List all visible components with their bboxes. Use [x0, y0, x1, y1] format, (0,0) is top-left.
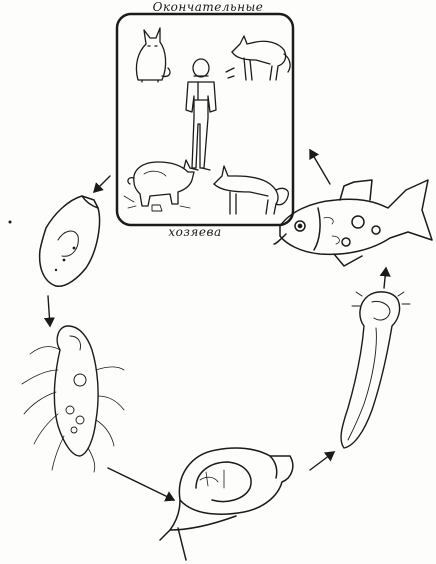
cycle-arrows	[48, 150, 386, 500]
pig-icon	[128, 160, 194, 211]
dog-icon	[226, 36, 290, 80]
cercaria-icon	[341, 292, 410, 448]
egg-icon	[40, 196, 100, 286]
speck	[9, 221, 12, 224]
fox-icon	[214, 166, 288, 214]
definitive-hosts-panel	[117, 14, 293, 225]
snail-icon	[160, 448, 293, 560]
fish-icon	[274, 180, 432, 266]
arrow-fish-to-hosts	[310, 150, 330, 184]
arrow-snail-to-cercaria	[310, 452, 334, 470]
cat-icon	[136, 28, 170, 82]
arrow-hosts-to-egg	[94, 176, 110, 192]
arrow-cercaria-to-fish	[384, 268, 386, 288]
miracidium-icon	[22, 326, 124, 472]
arrow-egg-to-miracidium	[48, 296, 50, 326]
human-icon	[186, 59, 216, 170]
arrow-miracidium-to-snail	[108, 468, 174, 500]
